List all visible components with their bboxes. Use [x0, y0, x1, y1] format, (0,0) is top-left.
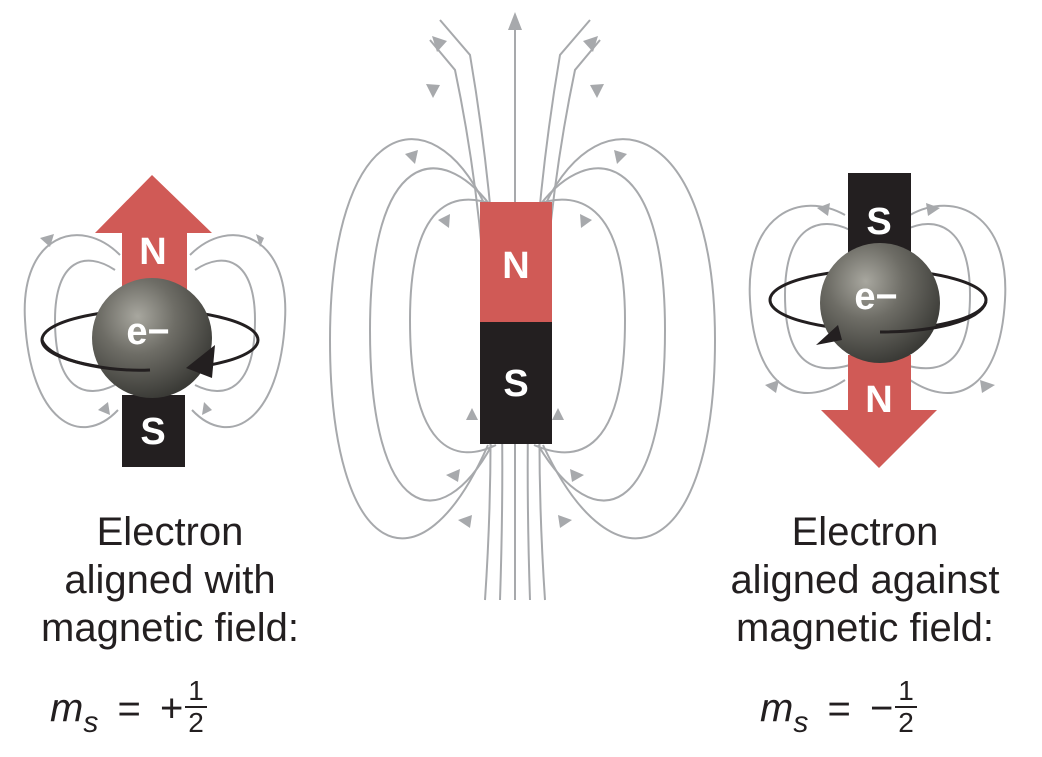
left-caption: Electron aligned with magnetic field:: [0, 508, 340, 652]
field-line: [533, 198, 627, 454]
arrowhead: [583, 36, 598, 52]
spin-direction-arrow-icon: [186, 345, 215, 378]
right-caption-line: aligned against: [730, 558, 1000, 602]
formula-symbol: m: [760, 686, 794, 731]
formula-numerator: 1: [185, 676, 207, 708]
center-field-arrowheads: [405, 12, 627, 528]
electron-sphere: [92, 278, 212, 398]
arrowhead: [590, 84, 604, 98]
magnet-south-pole: [480, 322, 552, 444]
right-electron-field-lines: [748, 204, 1007, 394]
magnet-north-label: N: [502, 245, 529, 287]
left-electron-field-lines: [23, 234, 287, 429]
field-line: [542, 138, 717, 540]
electron-label: e−: [126, 311, 169, 353]
south-tail: [122, 395, 185, 467]
north-arrow: [95, 175, 212, 290]
arrowhead: [405, 150, 418, 164]
south-tail-label: S: [140, 411, 165, 453]
arrowhead: [558, 515, 572, 528]
magnet-north-pole: [480, 202, 552, 322]
north-arrow: [821, 355, 937, 468]
left-caption-line: Electron: [96, 510, 244, 554]
left-caption-line: aligned with: [64, 558, 276, 602]
right-caption-line: magnetic field:: [736, 606, 994, 650]
magnet-south-label: S: [503, 363, 528, 405]
arrowhead: [432, 36, 447, 52]
spin-direction-arrow-icon: [816, 325, 842, 345]
formula-symbol: m: [50, 686, 84, 731]
right-electron-field-arrowheads: [765, 203, 995, 393]
arrowhead: [438, 214, 450, 228]
formula-subscript: s: [793, 705, 809, 739]
right-caption: Electron aligned against magnetic field:: [700, 508, 1030, 652]
arrowhead: [614, 150, 627, 164]
arrowhead: [580, 214, 592, 228]
arrowhead: [466, 408, 478, 420]
spin-orbit-front: [879, 301, 988, 334]
formula-sign: +: [159, 686, 184, 731]
electron-sphere: [820, 243, 940, 363]
right-caption-line: Electron: [791, 510, 939, 554]
arrowhead: [508, 12, 522, 30]
left-electron-field-arrowheads: [40, 234, 264, 415]
center-bar-magnet: N S: [480, 202, 552, 444]
formula-numerator: 1: [895, 676, 917, 708]
field-line: [368, 167, 493, 502]
arrowhead: [570, 469, 584, 482]
arrowhead: [446, 469, 460, 482]
formula-subscript: s: [83, 705, 99, 739]
formula-denominator: 2: [188, 707, 204, 738]
formula-denominator: 2: [898, 707, 914, 738]
arrowhead: [552, 408, 564, 420]
south-tail-label: S: [866, 201, 891, 243]
north-arrow-label: N: [139, 231, 166, 273]
arrowhead: [426, 84, 440, 98]
electron-label: e−: [854, 276, 897, 318]
right-electron: S N e−: [768, 173, 988, 468]
field-line: [408, 198, 497, 454]
formula-sign: −: [869, 686, 894, 731]
north-arrow-label: N: [865, 379, 892, 421]
left-electron: N S e−: [40, 175, 260, 467]
field-line: [537, 167, 667, 502]
formula-equals: =: [827, 686, 851, 731]
field-line: [328, 138, 489, 540]
left-caption-line: magnetic field:: [41, 606, 299, 650]
spin-orbit-front: [40, 339, 151, 372]
formula-equals: =: [117, 686, 141, 731]
arrowhead: [458, 515, 472, 528]
